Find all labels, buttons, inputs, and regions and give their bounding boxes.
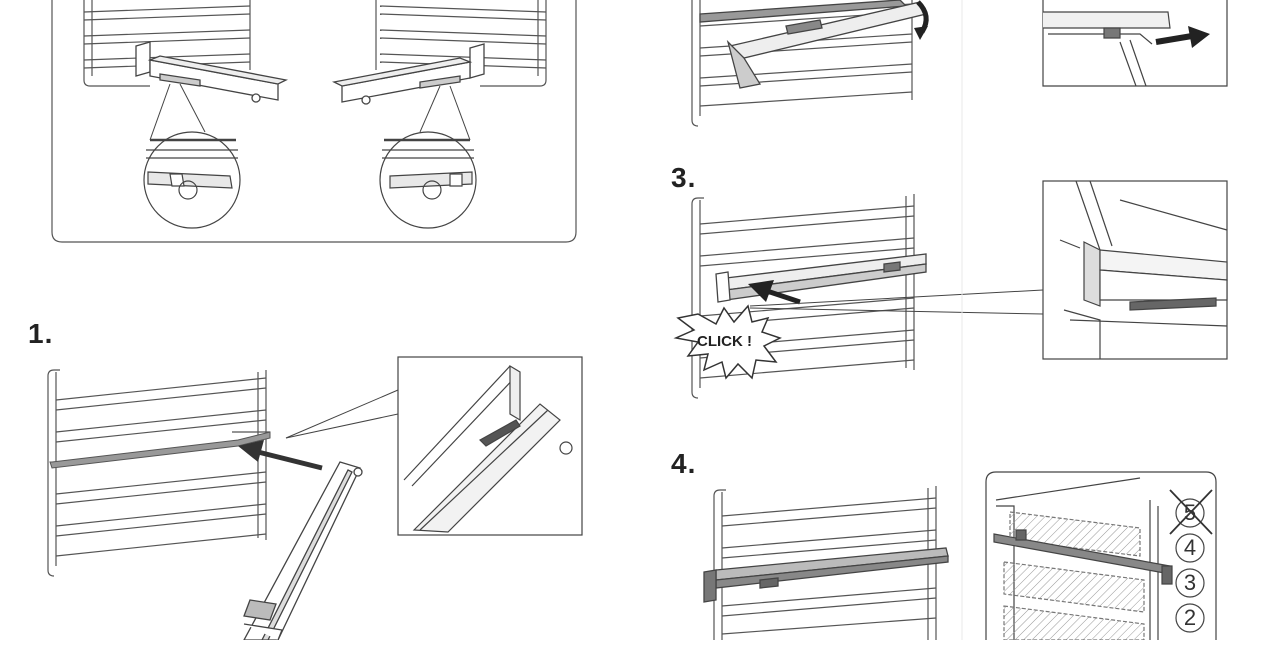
level-label-2: 2 [1183, 605, 1197, 630]
step1-detail-box [397, 356, 583, 536]
overview-left-callout-lines [149, 83, 206, 141]
level-4-marker [1175, 533, 1205, 563]
level-label-3: 3 [1183, 570, 1197, 595]
step2-rotation-arrow [914, 0, 929, 40]
level-label-5: 5 [1183, 500, 1197, 525]
step1-callout-lines [285, 389, 399, 439]
click-burst [673, 304, 782, 380]
step4-detail-box [985, 471, 1217, 641]
click-label: CLICK ! [697, 333, 752, 350]
level-3-marker [1175, 568, 1205, 598]
step4-runner [703, 547, 949, 603]
step1-runner [242, 461, 363, 641]
step-number-4: 4. [671, 448, 697, 479]
step1-rack [47, 369, 267, 577]
overview-panel [51, 0, 577, 243]
overview-right-rack [375, 0, 547, 87]
level-label-4: 4 [1183, 535, 1197, 560]
step1-highlighted-rail [49, 431, 271, 469]
level-2-marker [1175, 603, 1205, 633]
step-number-3: 3. [671, 162, 697, 193]
step2-detail-arrow [1155, 26, 1210, 48]
overview-left-detail-circle [143, 131, 241, 229]
step1-arrow [238, 440, 323, 471]
step3-arrow [748, 280, 801, 305]
step3-runner [715, 253, 927, 303]
step-number-1: 1. [28, 318, 54, 349]
step3-detail-box [1042, 180, 1228, 360]
step3-rack [691, 194, 915, 399]
step3-callout-lines [749, 289, 1044, 315]
step2-detail-box [1042, 0, 1228, 87]
overview-left-runner [135, 41, 289, 103]
step2-runner [699, 0, 927, 89]
overview-right-callout-lines [419, 85, 471, 141]
overview-right-detail-circle [379, 131, 477, 229]
overview-right-runner [331, 43, 485, 105]
level-markers [1169, 489, 1213, 633]
level-5-cross-icon [1169, 489, 1213, 535]
